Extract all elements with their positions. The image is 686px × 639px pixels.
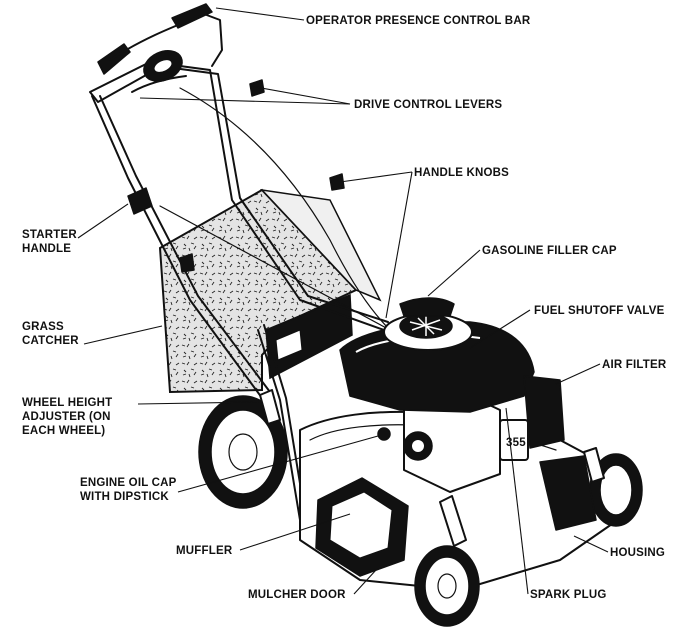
engine-badge: 355 [506, 437, 526, 449]
starter-handle [127, 187, 153, 215]
label-starter-handle-line1: STARTER [22, 229, 77, 241]
mulcher-door [315, 477, 409, 577]
label-drive-control-levers: DRIVE CONTROL LEVERS [354, 99, 502, 111]
label-starter-handle-line2: HANDLE [22, 243, 71, 255]
drive-control-levers [131, 50, 265, 97]
label-grass-catcher-line2: CATCHER [22, 335, 79, 347]
operator-presence-control-bar [97, 3, 213, 75]
engine: 355 [339, 297, 597, 531]
label-gasoline-filler-cap: GASOLINE FILLER CAP [482, 245, 617, 257]
label-housing: HOUSING [610, 547, 665, 559]
label-engine-oil-cap-line1: ENGINE OIL CAP [80, 477, 177, 489]
front-left-wheel [414, 545, 480, 627]
label-wheel-height-line1: WHEEL HEIGHT [22, 397, 112, 409]
rear-left-wheel [198, 395, 288, 509]
handle-knobs [179, 173, 345, 273]
label-engine-oil-cap-line2: WITH DIPSTICK [80, 491, 169, 503]
label-wheel-height-line2: ADJUSTER (ON [22, 411, 111, 423]
label-operator-presence-control-bar: OPERATOR PRESENCE CONTROL BAR [306, 15, 531, 27]
label-grass-catcher-line1: GRASS [22, 321, 64, 333]
label-fuel-shutoff-valve: FUEL SHUTOFF VALVE [534, 305, 665, 317]
leader-lines [77, 7, 609, 595]
grass-catcher [158, 188, 382, 394]
mower-handle [89, 13, 391, 521]
label-mulcher-door: MULCHER DOOR [248, 589, 346, 601]
label-air-filter: AIR FILTER [602, 359, 667, 371]
label-handle-knobs: HANDLE KNOBS [414, 167, 509, 179]
wheel-height-adjusters [259, 389, 605, 547]
label-muffler: MUFFLER [176, 545, 233, 557]
label-spark-plug: SPARK PLUG [530, 589, 607, 601]
part-labels: OPERATOR PRESENCE CONTROL BAR DRIVE CONT… [22, 15, 667, 601]
label-wheel-height-line3: EACH WHEEL) [22, 425, 105, 437]
